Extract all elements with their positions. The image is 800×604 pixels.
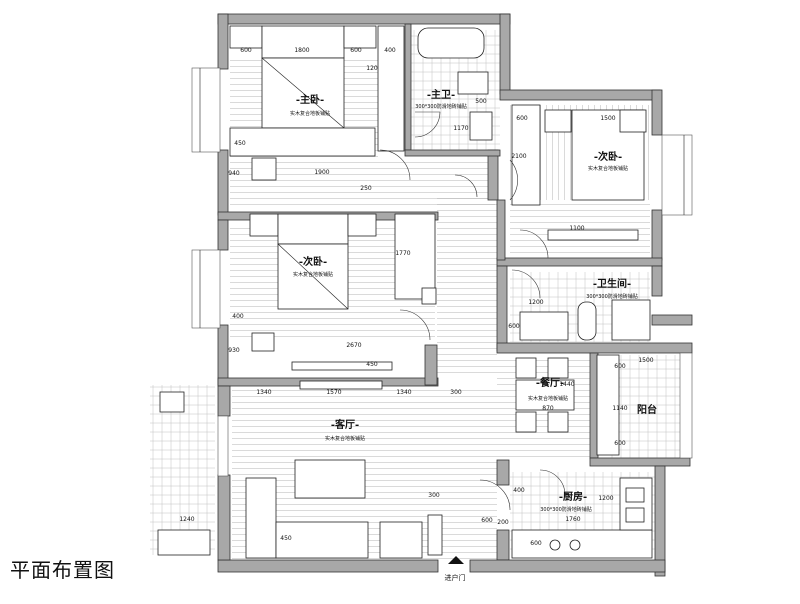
master-bath-label: -主卫- bbox=[427, 88, 455, 101]
bathroom-floor: 300*300防滑地砖铺贴 bbox=[586, 293, 638, 300]
second-bedroom-right-floor: 实木复合地板铺贴 bbox=[588, 165, 628, 172]
dining-label: -餐厅- bbox=[536, 376, 564, 389]
dim-label: 930 bbox=[228, 347, 240, 354]
dim-label: 1500 bbox=[600, 115, 615, 122]
entrance-label: 进户门 bbox=[445, 573, 466, 582]
dim-label: 600 bbox=[530, 540, 542, 547]
dim-label: 1200 bbox=[528, 299, 543, 306]
dim-label: 300 bbox=[428, 492, 440, 499]
master-bedroom-floor: 实木复合地板铺贴 bbox=[290, 110, 330, 117]
dim-label: 600 bbox=[481, 517, 493, 524]
balcony-label: 阳台 bbox=[637, 403, 657, 416]
second-bedroom-right-label: -次卧- bbox=[594, 150, 622, 163]
dim-label: 400 bbox=[513, 487, 525, 494]
doors bbox=[379, 111, 566, 564]
dim-label: 2100 bbox=[511, 153, 526, 160]
dim-label: 600 bbox=[614, 440, 626, 447]
dim-label: 500 bbox=[475, 98, 487, 105]
walls bbox=[217, 13, 693, 577]
dim-label: 940 bbox=[228, 170, 240, 177]
master-bath-floor: 300*300防滑地砖铺贴 bbox=[415, 103, 467, 110]
dim-label: 1570 bbox=[326, 389, 341, 396]
dim-label: 1340 bbox=[256, 389, 271, 396]
dimension-labels: 600 1800 600 400 120 450 940 1900 250 50… bbox=[179, 47, 653, 547]
dim-label: 600 bbox=[508, 323, 520, 330]
dim-label: 1100 bbox=[569, 225, 584, 232]
dim-label: 1440 bbox=[559, 381, 574, 388]
dining-floor: 实木复合地板铺贴 bbox=[528, 395, 568, 402]
bathroom-label: -卫生间- bbox=[593, 277, 631, 290]
dim-label: 600 bbox=[350, 47, 362, 54]
entrance-arrow-icon bbox=[448, 556, 464, 564]
dim-label: 200 bbox=[497, 519, 509, 526]
dim-label: 400 bbox=[232, 313, 244, 320]
dim-label: 1200 bbox=[598, 495, 613, 502]
dim-label: 600 bbox=[240, 47, 252, 54]
dim-label: 1900 bbox=[314, 169, 329, 176]
dim-label: 1340 bbox=[396, 389, 411, 396]
windows bbox=[191, 67, 693, 477]
dim-label: 2670 bbox=[346, 342, 361, 349]
kitchen-floor: 300*300防滑地砖铺贴 bbox=[540, 506, 592, 513]
dim-label: 600 bbox=[614, 363, 626, 370]
dim-label: 120 bbox=[366, 65, 378, 72]
dim-label: 600 bbox=[516, 115, 528, 122]
dim-label: 250 bbox=[360, 185, 372, 192]
dim-label: 400 bbox=[384, 47, 396, 54]
dim-label: 1140 bbox=[612, 405, 627, 412]
living-room-label: -客厅- bbox=[331, 418, 359, 431]
dim-label: 300 bbox=[450, 389, 462, 396]
drawing-caption: 平面布置图 bbox=[10, 558, 115, 582]
kitchen-label: -厨房- bbox=[559, 490, 587, 503]
room-labels: -主卧- 实木复合地板铺贴 -主卫- 300*300防滑地砖铺贴 -次卧- 实木… bbox=[290, 88, 657, 582]
master-bedroom-label: -主卧- bbox=[296, 93, 324, 106]
dim-label: 1760 bbox=[565, 516, 580, 523]
dim-label: 1500 bbox=[638, 357, 653, 364]
dim-label: 1770 bbox=[395, 250, 410, 257]
furniture bbox=[157, 25, 653, 559]
dim-label: 870 bbox=[542, 405, 554, 412]
dim-label: 1800 bbox=[294, 47, 309, 54]
dim-label: 450 bbox=[366, 361, 378, 368]
dim-label: 450 bbox=[280, 535, 292, 542]
dim-label: 450 bbox=[234, 140, 246, 147]
second-bedroom-left-label: -次卧- bbox=[299, 255, 327, 268]
living-room-floor: 实木复合地板铺贴 bbox=[325, 435, 365, 442]
dim-label: 1240 bbox=[179, 516, 194, 523]
dim-label: 1170 bbox=[453, 125, 468, 132]
second-bedroom-left-floor: 实木复合地板铺贴 bbox=[293, 271, 333, 278]
